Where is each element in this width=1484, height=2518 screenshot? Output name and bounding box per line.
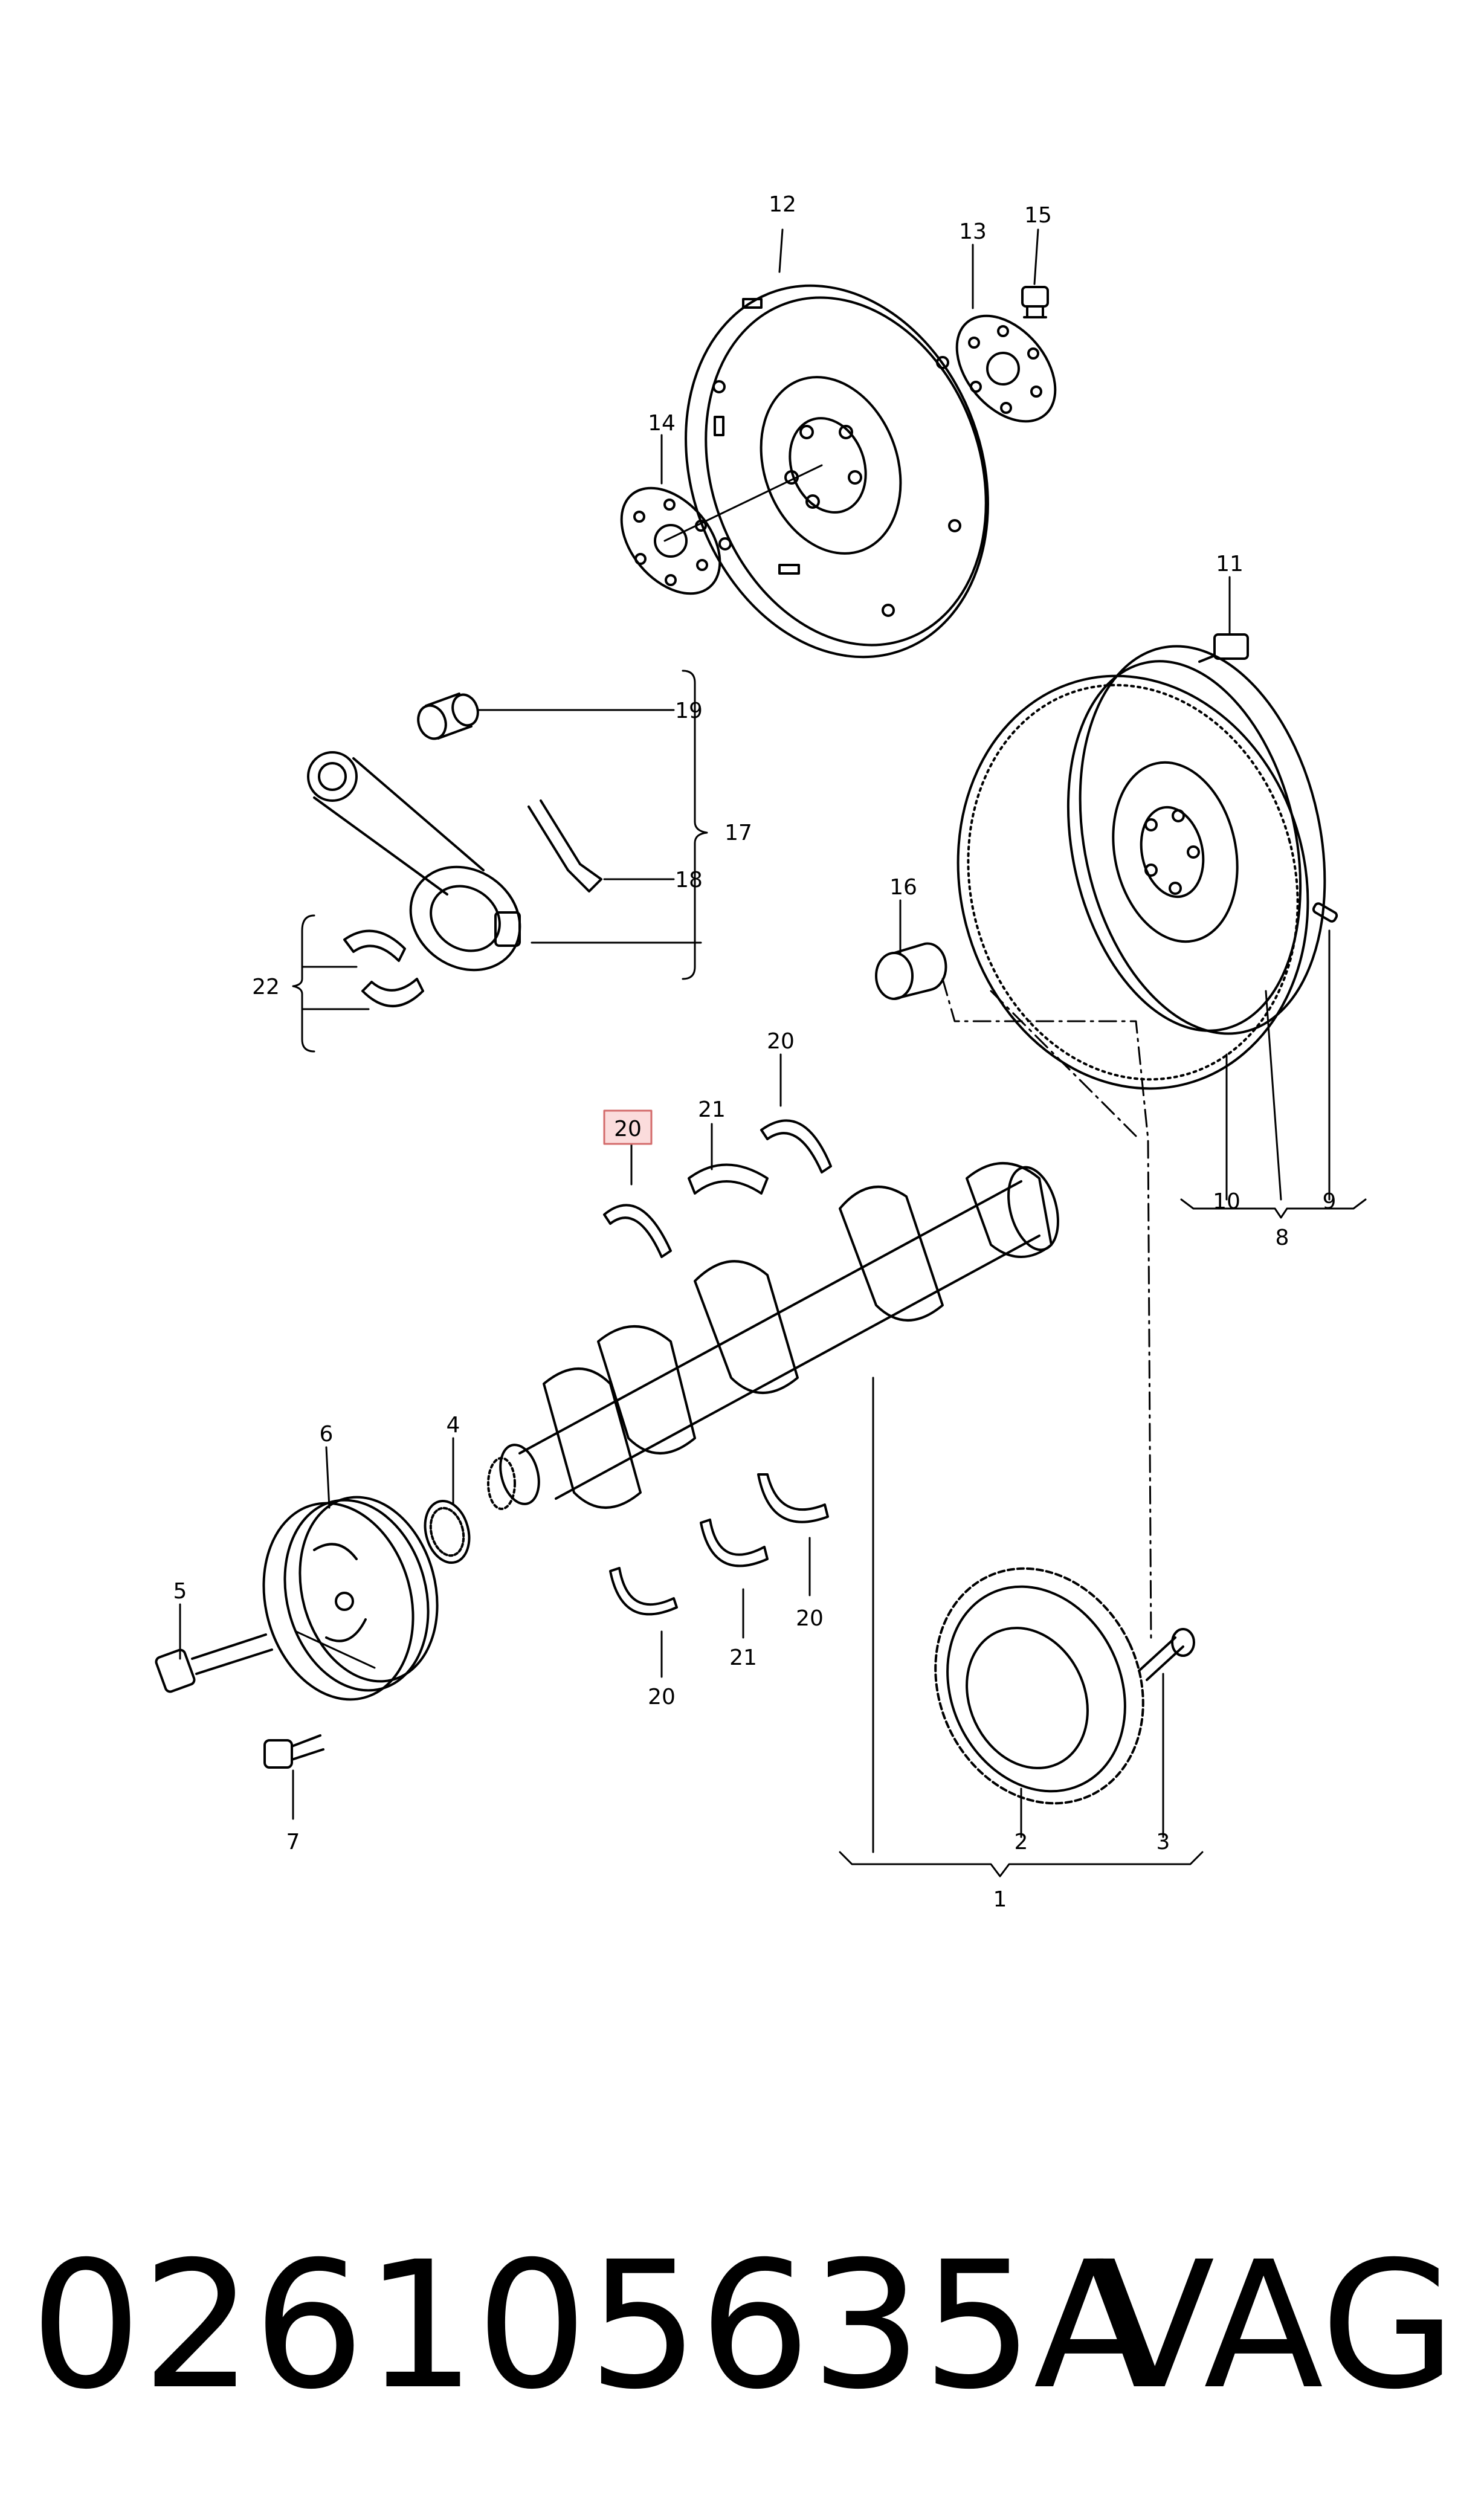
thrust-washer-20-upper-left-drawing — [603, 1204, 672, 1258]
callout-20-upper-right: 20 — [767, 1029, 795, 1054]
flexplate-drawing — [685, 284, 989, 659]
sprocket-4-drawing — [424, 1499, 471, 1564]
bolt-5-drawing — [155, 1633, 273, 1693]
rod-bolt-18-drawing — [527, 799, 602, 893]
highlighted-callout-box — [603, 1109, 653, 1145]
bush-16-drawing — [875, 942, 947, 1000]
leader-lines — [179, 228, 1367, 1877]
callout-5: 5 — [173, 1579, 187, 1604]
crankshaft-drawing — [487, 1162, 1059, 1510]
callout-20-lower-right: 20 — [796, 1606, 824, 1631]
bolt-15-drawing — [1021, 286, 1049, 318]
callout-16: 16 — [889, 875, 917, 900]
gear-2-drawing — [934, 1567, 1144, 1805]
plate-14-drawing — [620, 486, 721, 595]
bearing-shell-21-lower-drawing — [700, 1519, 769, 1567]
callout-11: 11 — [1216, 552, 1244, 576]
flywheel-drawing — [957, 633, 1338, 1090]
plate-13-drawing — [955, 314, 1057, 423]
callout-22: 22 — [252, 975, 280, 999]
callout-12: 12 — [769, 192, 796, 217]
part-number: 026105635A — [30, 2224, 1153, 2428]
callout-3: 3 — [1157, 1830, 1170, 1855]
bearing-shell-21-upper-drawing — [688, 1163, 769, 1195]
bolt-7-drawing — [263, 1734, 324, 1769]
thrust-washer-20-lower-right-drawing — [757, 1473, 829, 1523]
callout-labels: 12 13 15 14 11 16 19 17 18 22 20 21 20 1… — [173, 192, 1337, 1912]
rod-bearing-shells-22-drawing — [343, 929, 424, 1007]
callout-17: 17 — [724, 821, 752, 845]
callout-19: 19 — [675, 699, 703, 723]
pulley-6-drawing — [262, 1496, 439, 1701]
thrust-washer-20-lower-left-drawing — [609, 1567, 678, 1616]
callout-9: 9 — [1323, 1189, 1337, 1214]
callout-2: 2 — [1015, 1830, 1028, 1855]
exploded-parts-diagram: 12 13 15 14 11 16 19 17 18 22 20 21 20 1… — [155, 192, 1367, 1912]
thrust-washer-20-upper-right-drawing — [760, 1119, 832, 1173]
brand-name: VAG — [1095, 2224, 1456, 2428]
callout-21-upper: 21 — [698, 1097, 726, 1122]
caption: 026105635A VAG — [30, 2236, 1456, 2417]
callout-14: 14 — [648, 411, 676, 436]
callout-4: 4 — [447, 1413, 460, 1438]
callout-7: 7 — [286, 1830, 300, 1855]
callout-18: 18 — [675, 868, 703, 893]
piston-pin-19-drawing — [417, 692, 479, 740]
callout-15: 15 — [1024, 203, 1052, 228]
callout-20-highlighted: 20 — [614, 1117, 642, 1141]
callout-21-lower: 21 — [729, 1645, 757, 1670]
bolt-3-drawing — [1138, 1628, 1195, 1681]
callout-20-lower-left: 20 — [648, 1685, 676, 1709]
callout-6: 6 — [320, 1422, 334, 1447]
callout-13: 13 — [959, 219, 987, 244]
callout-10: 10 — [1213, 1189, 1240, 1214]
callout-8: 8 — [1276, 1225, 1289, 1250]
callout-1: 1 — [993, 1887, 1007, 1912]
connecting-rod-drawing — [307, 751, 521, 972]
